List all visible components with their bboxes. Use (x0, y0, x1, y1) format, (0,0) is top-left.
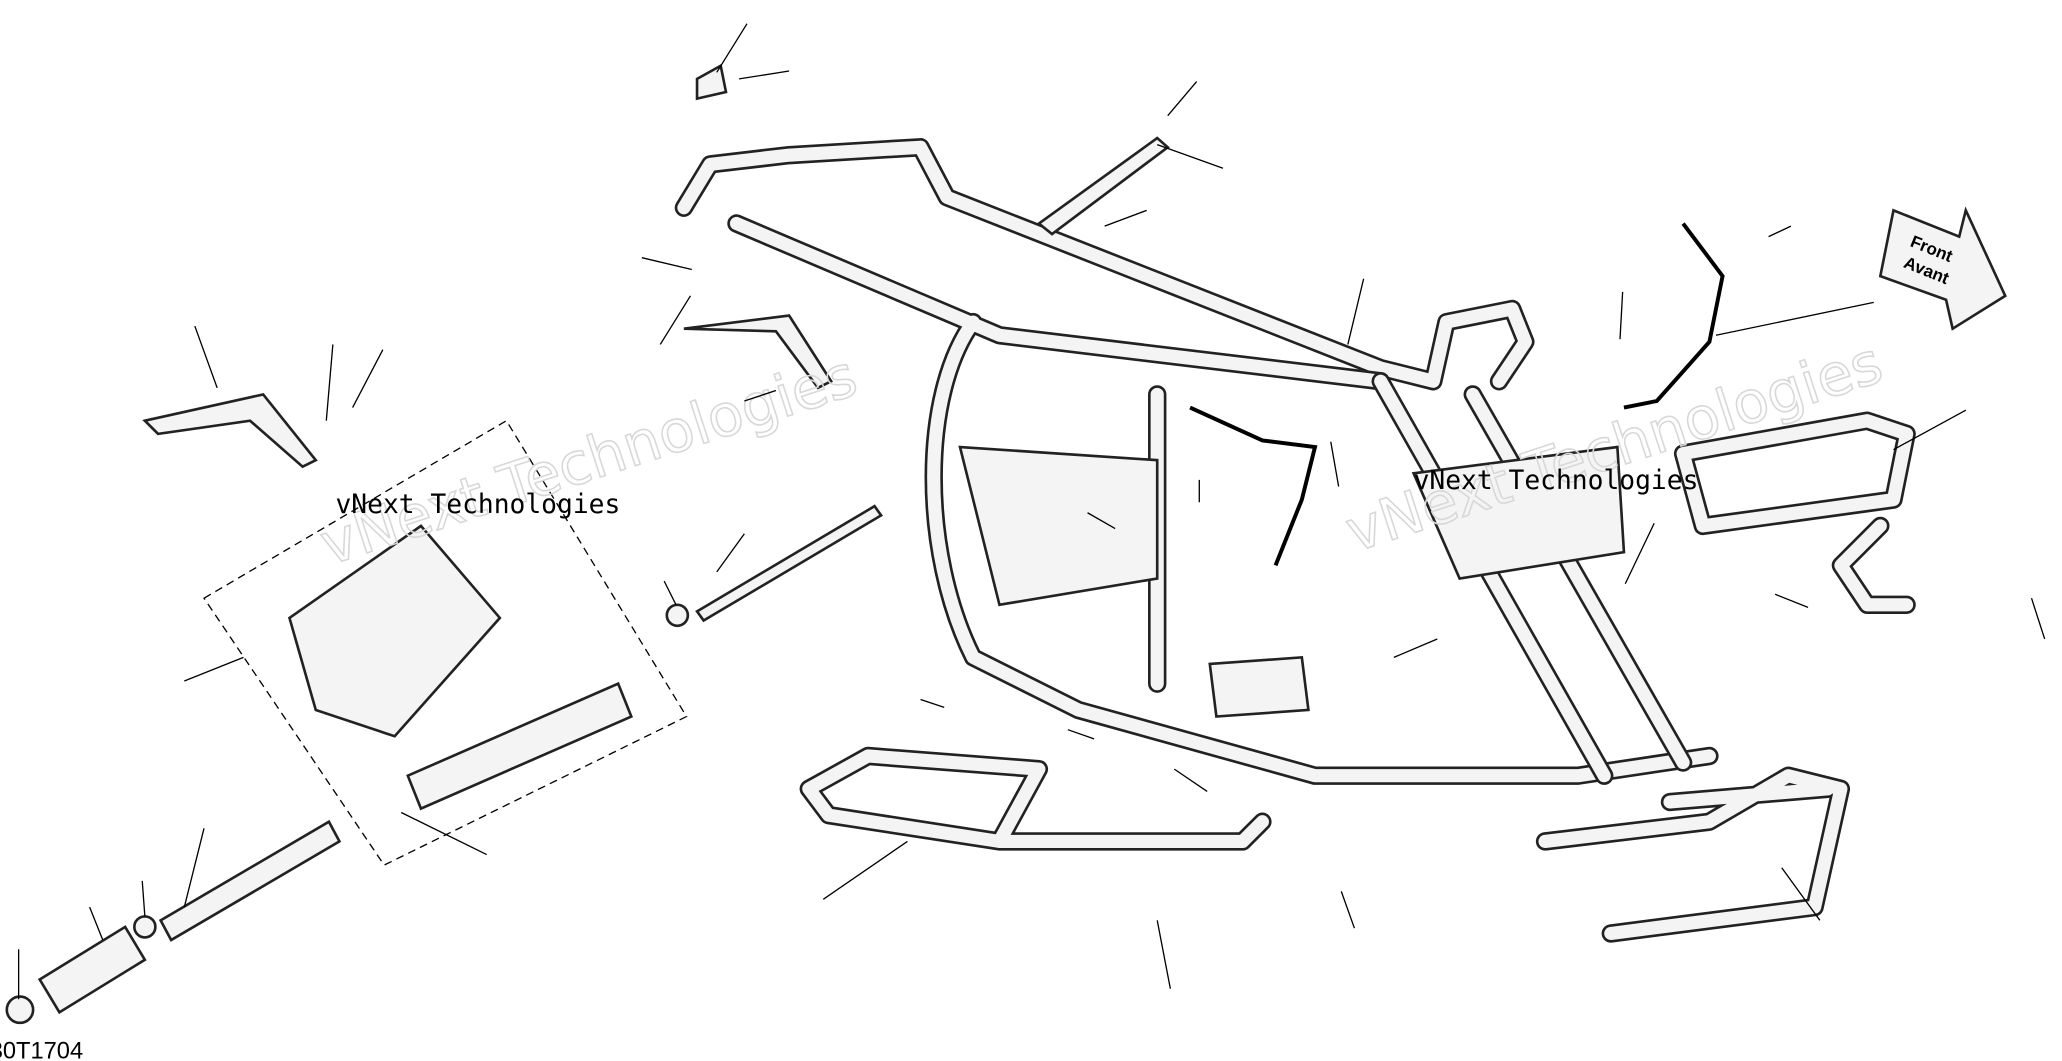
part-16-strap (1036, 136, 1170, 236)
front-arrow (1878, 206, 2007, 331)
part-20-nut (5, 995, 35, 1025)
part-11-cable (1189, 405, 1318, 567)
part-15-washer (665, 603, 690, 628)
part-13-bracket (695, 63, 728, 101)
assembly-14-outline (203, 419, 688, 866)
part-2-rack (1673, 411, 1916, 614)
watermark: vNext Technologies (335, 490, 620, 520)
watermark: vNext Technologies (1414, 466, 1699, 496)
leader-lines: 13 29 27 16 31 27 28 31 24 30 25 1 32 12… (17, 23, 2046, 1000)
main-frame (674, 138, 1719, 785)
svg-text:vNext Technologies: vNext Technologies (312, 341, 864, 578)
part-28-strap (683, 314, 834, 390)
diagram-code: 30T1704 (0, 1038, 83, 1061)
part-24-bracket (142, 392, 318, 469)
part-14-swing-arm (287, 524, 634, 811)
part-15-washer (133, 915, 157, 939)
part-7-bumper (1535, 766, 1851, 943)
part-10-cable (1623, 222, 1725, 410)
part-17-shaft (158, 819, 342, 942)
part-3-rack (799, 746, 1272, 851)
part-19-bolt (695, 504, 884, 623)
part-18-sleeve (37, 925, 147, 1015)
